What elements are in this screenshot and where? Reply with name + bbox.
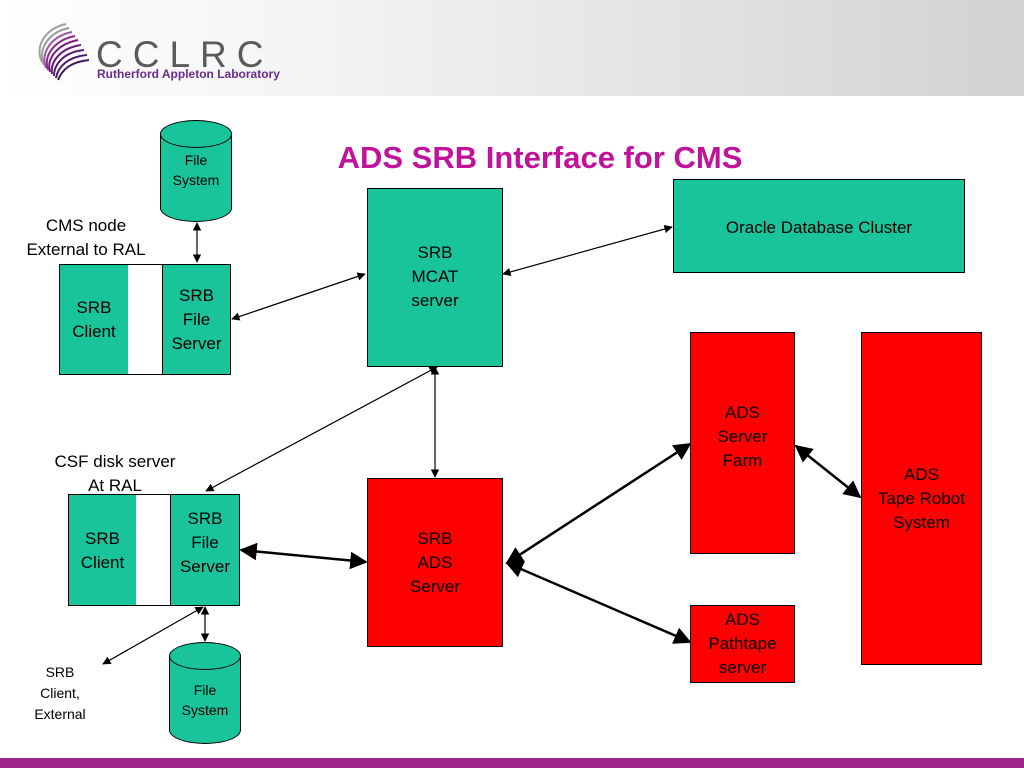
connector-mcat-oracle xyxy=(502,224,673,277)
logo-title: CCLRC xyxy=(96,34,274,75)
srb-ads-server: SRB ADS Server xyxy=(367,478,503,647)
header-banner: CCLRC Rutherford Appleton Laboratory xyxy=(0,0,1024,96)
file-system-top-cylinder: File System xyxy=(160,120,232,222)
ads-server-farm: ADS Server Farm xyxy=(690,332,795,554)
csf-srb-client: SRB Client xyxy=(68,494,137,606)
cms-node-label: CMS node External to RAL xyxy=(26,216,146,259)
csf-disk-server-label: CSF disk server At RAL xyxy=(54,452,176,495)
connector-mcat-csf-fileserver xyxy=(205,366,438,492)
srb-client-external-label: SRB Client, External xyxy=(34,664,86,722)
footer-bar xyxy=(0,758,1024,768)
connector-csf-fileserver-external-client xyxy=(102,606,204,665)
cms-node-connector-panel xyxy=(128,264,163,375)
cylinder-top xyxy=(169,642,241,670)
ads-pathtape-server: ADS Pathtape server xyxy=(690,605,795,683)
connector-srb-ads-pathtape xyxy=(505,561,692,644)
cylinder-top xyxy=(160,120,232,148)
oracle-database-cluster: Oracle Database Cluster xyxy=(673,179,965,273)
csf-connector-panel xyxy=(136,494,171,606)
cms-srb-client: SRB Client xyxy=(59,264,129,375)
slide-title: ADS SRB Interface for CMS xyxy=(337,140,743,175)
logo-subtitle: Rutherford Appleton Laboratory xyxy=(97,67,280,81)
connector-cms-fileserver-mcat xyxy=(231,272,366,321)
connector-csf-fileserver-srb-ads xyxy=(239,542,368,570)
ads-tape-robot-system: ADS Tape Robot System xyxy=(861,332,982,665)
connector-farm-taperobot xyxy=(794,444,862,499)
connector-srb-ads-farm xyxy=(505,442,692,565)
csf-srb-file-server: SRB File Server xyxy=(170,494,240,606)
file-system-top-label: File System xyxy=(172,152,220,188)
file-system-bottom-label: File System xyxy=(181,682,229,718)
cms-srb-file-server: SRB File Server xyxy=(162,264,231,375)
cclrc-swirl-logo-icon xyxy=(38,23,90,81)
file-system-bottom-cylinder: File System xyxy=(169,642,241,744)
srb-mcat-server: SRB MCAT server xyxy=(367,188,503,367)
